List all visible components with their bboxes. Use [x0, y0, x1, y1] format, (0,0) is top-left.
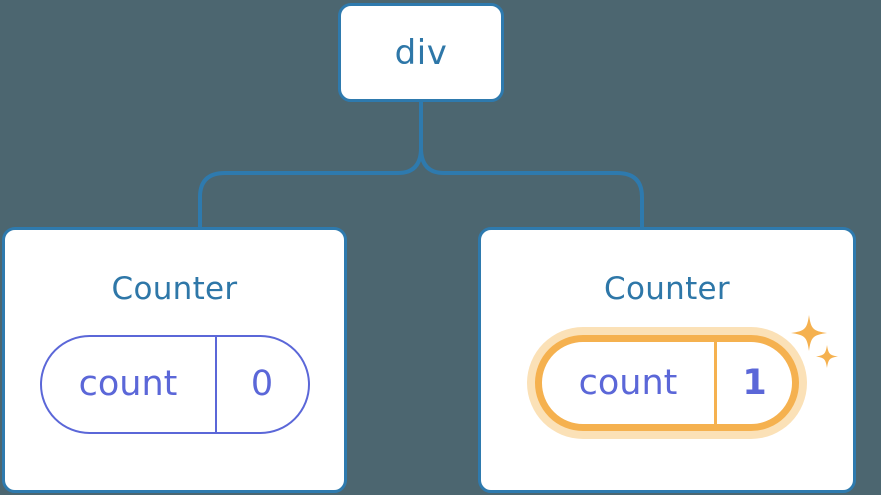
connector-branch-left	[198, 147, 423, 229]
node-counter-right[interactable]: Counter count 1	[478, 227, 856, 493]
state-pill-right-key: count	[578, 362, 678, 403]
state-pill-right-value: 1	[714, 342, 792, 424]
node-counter-left-title: Counter	[111, 271, 238, 307]
sparkle-large-icon	[791, 315, 827, 351]
sparkle-small-icon	[816, 345, 838, 368]
node-counter-left[interactable]: Counter count 0	[2, 227, 347, 493]
connector-branch-right	[419, 147, 644, 229]
state-pill-left-key: count	[78, 364, 178, 404]
state-pill-right-wrapper: count 1	[535, 315, 838, 431]
node-root-div[interactable]: div	[338, 3, 504, 102]
node-counter-right-title: Counter	[604, 271, 730, 307]
state-pill-left[interactable]: count 0	[39, 335, 310, 434]
node-root-label: div	[394, 32, 448, 73]
state-pill-right[interactable]: count 1	[535, 335, 799, 431]
state-pill-left-value: 0	[214, 337, 308, 432]
state-pill-left-wrapper: count 0	[39, 335, 310, 434]
